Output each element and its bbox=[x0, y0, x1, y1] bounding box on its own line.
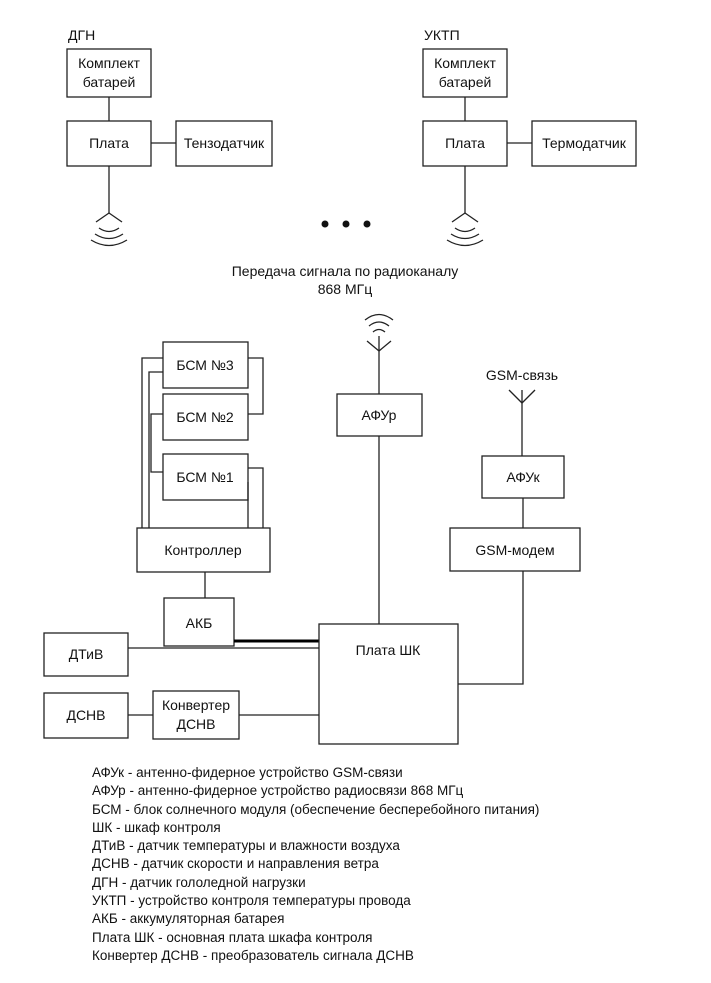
legend-item: БСМ - блок солнечного модуля (обеспечени… bbox=[92, 801, 540, 817]
bsm2-label: БСМ №2 bbox=[176, 409, 234, 425]
afuk-label: АФУк bbox=[506, 469, 540, 485]
bsm-wiring bbox=[141, 357, 264, 528]
ellipsis-icon bbox=[321, 220, 371, 228]
dgn-board-label: Плата bbox=[89, 135, 129, 151]
afuk-box: АФУк bbox=[481, 455, 565, 499]
uktp-antenna-icon bbox=[446, 166, 484, 247]
afur-box: АФУр bbox=[336, 393, 423, 437]
legend-item: ДСНВ - датчик скорости и направления вет… bbox=[92, 856, 379, 872]
uktp-board-box: Плата bbox=[422, 120, 508, 167]
dtiv-label: ДТиВ bbox=[69, 646, 104, 662]
gsm-modem-box: GSM-модем bbox=[449, 527, 581, 572]
akb-label: АКБ bbox=[186, 615, 213, 631]
legend-item: УКТП - устройство контроля температуры п… bbox=[92, 893, 411, 909]
dgn-board-box: Плата bbox=[66, 120, 152, 167]
legend-item: АФУр - антенно-фидерное устройство радио… bbox=[92, 783, 464, 799]
legend-item: АФУк - антенно-фидерное устройство GSM-с… bbox=[92, 765, 403, 780]
uktp-battery-label-1: Комплект bbox=[434, 55, 496, 71]
dgn-title: ДГН bbox=[68, 27, 95, 43]
radio-caption-line-2: 868 МГц bbox=[318, 281, 373, 297]
converter-label-1: Конвертер bbox=[162, 697, 230, 713]
thermo-sensor-label: Термодатчик bbox=[542, 135, 627, 151]
tenzo-sensor-label: Тензодатчик bbox=[184, 135, 265, 151]
bsm1-label: БСМ №1 bbox=[176, 469, 234, 485]
bsm3-label: БСМ №3 bbox=[176, 357, 234, 373]
legend: АФУк - антенно-фидерное устройство GSM-с… bbox=[92, 764, 692, 965]
bsm2-box: БСМ №2 bbox=[162, 393, 249, 441]
bsm1-box: БСМ №1 bbox=[162, 453, 249, 501]
dsnv-label: ДСНВ bbox=[66, 707, 105, 723]
akb-box: АКБ bbox=[163, 597, 235, 647]
dgn-battery-label-2: батарей bbox=[83, 74, 136, 90]
legend-item: ДТиВ - датчик температуры и влажности во… bbox=[92, 838, 400, 854]
thermo-sensor-box: Термодатчик bbox=[531, 120, 637, 167]
radio-caption-line-1: Передача сигнала по радиоканалу bbox=[232, 263, 459, 279]
legend-item: ШК - шкаф контроля bbox=[92, 819, 221, 835]
uktp-title: УКТП bbox=[424, 27, 460, 43]
legend-item: ДГН - датчик гололедной нагрузки bbox=[92, 874, 306, 890]
main-board-label: Плата ШК bbox=[356, 642, 421, 658]
converter-box: Конвертер ДСНВ bbox=[152, 690, 240, 740]
controller-box: Контроллер bbox=[136, 527, 271, 573]
dgn-battery-box: Комплект батарей bbox=[66, 48, 152, 98]
dgn-antenna-icon bbox=[90, 166, 128, 247]
dtiv-box: ДТиВ bbox=[43, 632, 129, 677]
gsm-caption: GSM-связь bbox=[486, 367, 558, 383]
uktp-battery-box: Комплект батарей bbox=[422, 48, 508, 98]
gsm-modem-label: GSM-модем bbox=[475, 542, 554, 558]
uktp-battery-label-2: батарей bbox=[439, 74, 492, 90]
bsm3-box: БСМ №3 bbox=[162, 341, 249, 389]
controller-label: Контроллер bbox=[164, 542, 241, 558]
legend-item: Конвертер ДСНВ - преобразователь сигнала… bbox=[92, 947, 414, 963]
afur-antenna-icon bbox=[364, 313, 394, 394]
dgn-battery-label-1: Комплект bbox=[78, 55, 140, 71]
legend-item: АКБ - аккумуляторная батарея bbox=[92, 911, 285, 927]
tenzo-sensor-box: Тензодатчик bbox=[175, 120, 273, 167]
main-board-box: Плата ШК bbox=[318, 623, 459, 745]
dsnv-box: ДСНВ bbox=[43, 692, 129, 739]
gsm-antenna-icon bbox=[508, 389, 536, 456]
converter-label-2: ДСНВ bbox=[176, 716, 215, 732]
uktp-board-label: Плата bbox=[445, 135, 485, 151]
afur-label: АФУр bbox=[362, 407, 397, 423]
legend-item: Плата ШК - основная плата шкафа контроля bbox=[92, 929, 373, 945]
